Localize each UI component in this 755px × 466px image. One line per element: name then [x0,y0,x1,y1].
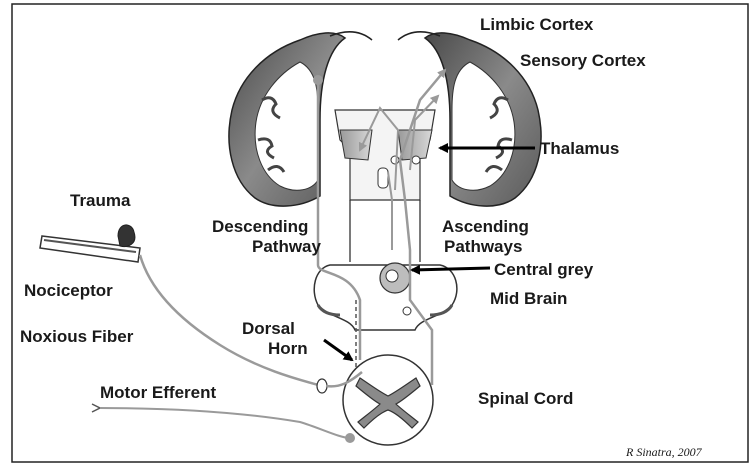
midbrain [314,263,457,330]
label-sensory-cortex: Sensory Cortex [520,51,646,70]
credit-text: R Sinatra, 2007 [625,445,703,459]
label-limbic-cortex: Limbic Cortex [480,15,594,34]
label-descending-1: Descending [212,217,308,236]
label-mid-brain: Mid Brain [490,289,567,308]
label-ascending-2: Pathways [444,237,522,256]
label-dorsal-1: Dorsal [242,319,295,338]
label-dorsal-2: Horn [268,339,308,358]
label-spinal-cord: Spinal Cord [478,389,573,408]
motor-efferent-line [92,404,355,443]
label-nociceptor: Nociceptor [24,281,113,300]
label-thalamus: Thalamus [540,139,619,158]
label-ascending-1: Ascending [442,217,529,236]
label-trauma: Trauma [70,191,131,210]
label-descending-2: Pathway [252,237,322,256]
spinal-cord [343,355,433,445]
label-central-grey: Central grey [494,260,594,279]
trauma-marker [118,225,135,247]
label-motor-efferent: Motor Efferent [100,383,217,402]
label-noxious-fiber: Noxious Fiber [20,327,134,346]
